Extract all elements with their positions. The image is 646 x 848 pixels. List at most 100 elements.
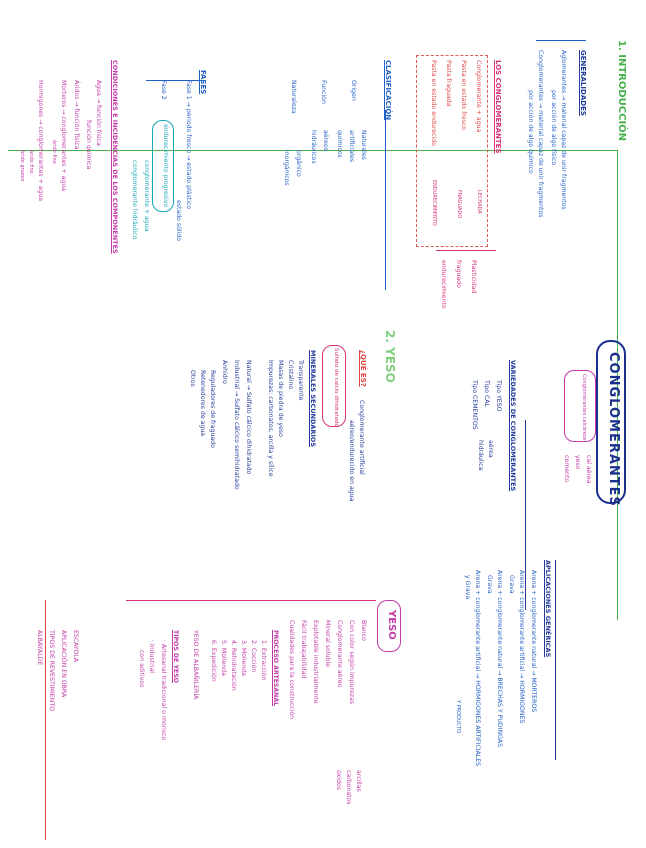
- bottom-4: ALBAYALDE: [36, 630, 43, 666]
- pasta-line-4: Pasta en estado endurecido: [430, 60, 437, 146]
- proceso-2: 2. Cocción: [250, 640, 257, 673]
- fase-1: Fase 1 → periodo fresco → estado plástic…: [185, 80, 192, 210]
- minerales-heading: MINERALES SECUNDARIOS: [309, 350, 317, 447]
- fases-heading: FASES: [199, 70, 207, 95]
- sulfato-text: Sulfato de calcio dihidratado: [333, 348, 339, 427]
- yeso2-item-4: Mineral soluble: [324, 620, 331, 667]
- yeso2-side-3: óxidos: [335, 770, 342, 790]
- generalidades-line: [536, 40, 586, 41]
- side-plasticidad: Plasticidad: [470, 260, 477, 294]
- mineral-3: Masas de piedra de yeso: [277, 360, 284, 437]
- calcareos-text: Conglomerantes calcáreos: [581, 374, 587, 441]
- variedad-cementos: Tipo CEMENTOS: [471, 380, 478, 430]
- tipos-heading: TIPOS DE YESO: [172, 630, 179, 683]
- cond-agua-quimica: función química: [85, 120, 92, 170]
- variedades-heading: VARIEDADES DE CONGLOMERANTES: [509, 360, 517, 492]
- condiciones-heading: CONDICIONES E INCIDENCIAS DE LOS COMPONE…: [111, 60, 119, 254]
- tag-lechada: LECHADA: [476, 190, 482, 214]
- clasificacion-heading: CLASIFICACIÓN: [384, 60, 392, 121]
- yeso-prop-3: Otros: [189, 370, 196, 387]
- generalidades-heading: GENERALIDADES: [579, 50, 587, 116]
- yeso-anhidro: Anhidro: [221, 360, 228, 384]
- bottom-3: TIPOS DE REVESTIMIENTO: [48, 630, 55, 711]
- mineral-2: Cristalino: [287, 360, 294, 390]
- tipo-3: con aditivos: [138, 650, 145, 688]
- cond-morteros-fino: árido fino: [51, 140, 57, 164]
- naturaleza-label: Naturaleza: [290, 80, 297, 114]
- bottom-1: ESCAYOLA: [72, 630, 79, 663]
- tipo-2: · Industrial: [148, 640, 155, 673]
- cond-aridos: Áridos → función física: [73, 80, 80, 150]
- naturaleza-inorganicos: inorgánicos: [283, 150, 290, 186]
- funcion-label: Función: [320, 80, 327, 104]
- yeso-industrial: Industrial → Sulfato cálcico semihidrata…: [233, 360, 240, 490]
- origen-label: Origen: [350, 80, 357, 101]
- aglomerantes-def: Aglomerantes → material capaz de unir fr…: [560, 50, 567, 210]
- pasta-line-3: Pasta fraguada: [445, 60, 452, 107]
- proceso-1: 1. Extracción: [260, 640, 267, 681]
- origen-artificiales: artificiales: [348, 130, 355, 163]
- page-title: CONGLOMERANTES: [606, 352, 621, 507]
- origen-quimicos: químicos: [336, 130, 343, 158]
- yeso2-side-1: arcillas: [355, 770, 362, 792]
- variedad-cal: Tipo CAL: [483, 380, 490, 407]
- aplicacion-4: Arena + conglomerante natural → BRECHAS …: [496, 570, 503, 748]
- funcion-hidraulicos: hidráulicos: [310, 130, 317, 164]
- yeso2-item-7: Cualidades para la construcción: [288, 620, 295, 720]
- fase-2-box: endurecimiento progresivo: [162, 124, 169, 208]
- yeso-natural: Natural → Sulfato cálcico dihidratado: [245, 360, 252, 475]
- naturaleza-organico: orgánico: [295, 150, 302, 177]
- yeso2-line: [126, 600, 376, 601]
- proceso-4: 4. Rehidratación: [230, 640, 237, 691]
- yeso2-item-5: Explotable industrialmente: [312, 620, 319, 704]
- cond-agua-fisica: Agua → función física: [95, 80, 102, 146]
- yeso-section-heading: 2. YESO: [383, 330, 397, 383]
- yeso2-base-line: [45, 600, 46, 840]
- aplicaciones-line: [555, 560, 556, 760]
- cond-hormigones-grueso: árido grueso: [19, 150, 25, 182]
- aplicaciones-heading: APLICACIONES GENÉRICAS: [544, 560, 552, 658]
- tipo-1: · Artesanal tradicional o morisco: [160, 640, 167, 741]
- yeso2-item-6: Fácil trabajabilidad: [300, 620, 307, 679]
- clasif-line: [385, 110, 386, 290]
- calcareos-bubble: [564, 370, 596, 442]
- bottom-2: APLICACIÓN EN OBRA: [60, 630, 67, 698]
- variedades-line: [525, 420, 526, 610]
- aplicacion-8: Y PRODUCTO: [455, 700, 461, 734]
- aplicacion-6: Arena + conglomerante artificial → HORMI…: [474, 570, 481, 767]
- que-es-def-2: aéreo/endurecido en agua: [348, 420, 355, 502]
- aplicacion-7: y Grava: [464, 575, 471, 600]
- yeso2-item-1: Blanco: [360, 620, 367, 641]
- conglomerantes-def-2: por acción de algo químico: [527, 90, 534, 174]
- cond-hormigones: Hormigones → conglomerantes + agua: [37, 80, 44, 202]
- conglomerantes-def: Conglomerantes → material capaz de unir …: [537, 50, 544, 218]
- origen-naturales: Naturales: [360, 130, 367, 160]
- calcareos-cemento: cemento: [563, 455, 570, 483]
- cal-aerea: aérea: [487, 440, 494, 458]
- funcion-aereos: aéreos: [322, 130, 329, 151]
- yeso2-side-2: carbonatos: [345, 770, 352, 805]
- side-endurecimiento: endurecimiento: [440, 260, 447, 309]
- tag-fraguado: FRAGUADO: [456, 190, 462, 219]
- que-es-def: Conglomerante artificial: [358, 400, 365, 475]
- aplicacion-5: Grava: [486, 575, 493, 594]
- yeso-prop-1: Reguladores de fraguado: [209, 370, 216, 448]
- proceso-5: 5. Molienda: [220, 640, 227, 676]
- cond-morteros: Morteros → conglomerantes + agua: [60, 80, 67, 192]
- aglomerantes-def-2: por acción de algo físico: [550, 90, 557, 166]
- cond-hormigones-fino: árido fino: [28, 150, 34, 174]
- fase-2-note: conglomerante + agua: [143, 160, 150, 232]
- aplicacion-2: Arena + conglomerante artificial → HORMI…: [518, 570, 525, 724]
- pasta-line-2: Pasta en estado fresco: [460, 60, 467, 131]
- proceso-6: 6. Expedición: [210, 640, 217, 682]
- tag-endurecimiento: ENDURECIMIENTO: [431, 180, 437, 226]
- cal-hidraulica: hidráulica: [477, 440, 484, 471]
- intro-heading: 1. INTRODUCCIÓN: [616, 40, 627, 142]
- variedad-yeso: Tipo YESO: [495, 380, 502, 412]
- fases-line: [146, 80, 206, 81]
- calcareos-yeso: yeso: [574, 455, 581, 470]
- los-conglomerantes-heading: LOS CONGLOMERANTES: [494, 60, 502, 154]
- mineral-4: Impurezas: carbonatos, arcilla y sílice: [267, 360, 274, 477]
- yeso2-heading: YESO: [386, 610, 397, 640]
